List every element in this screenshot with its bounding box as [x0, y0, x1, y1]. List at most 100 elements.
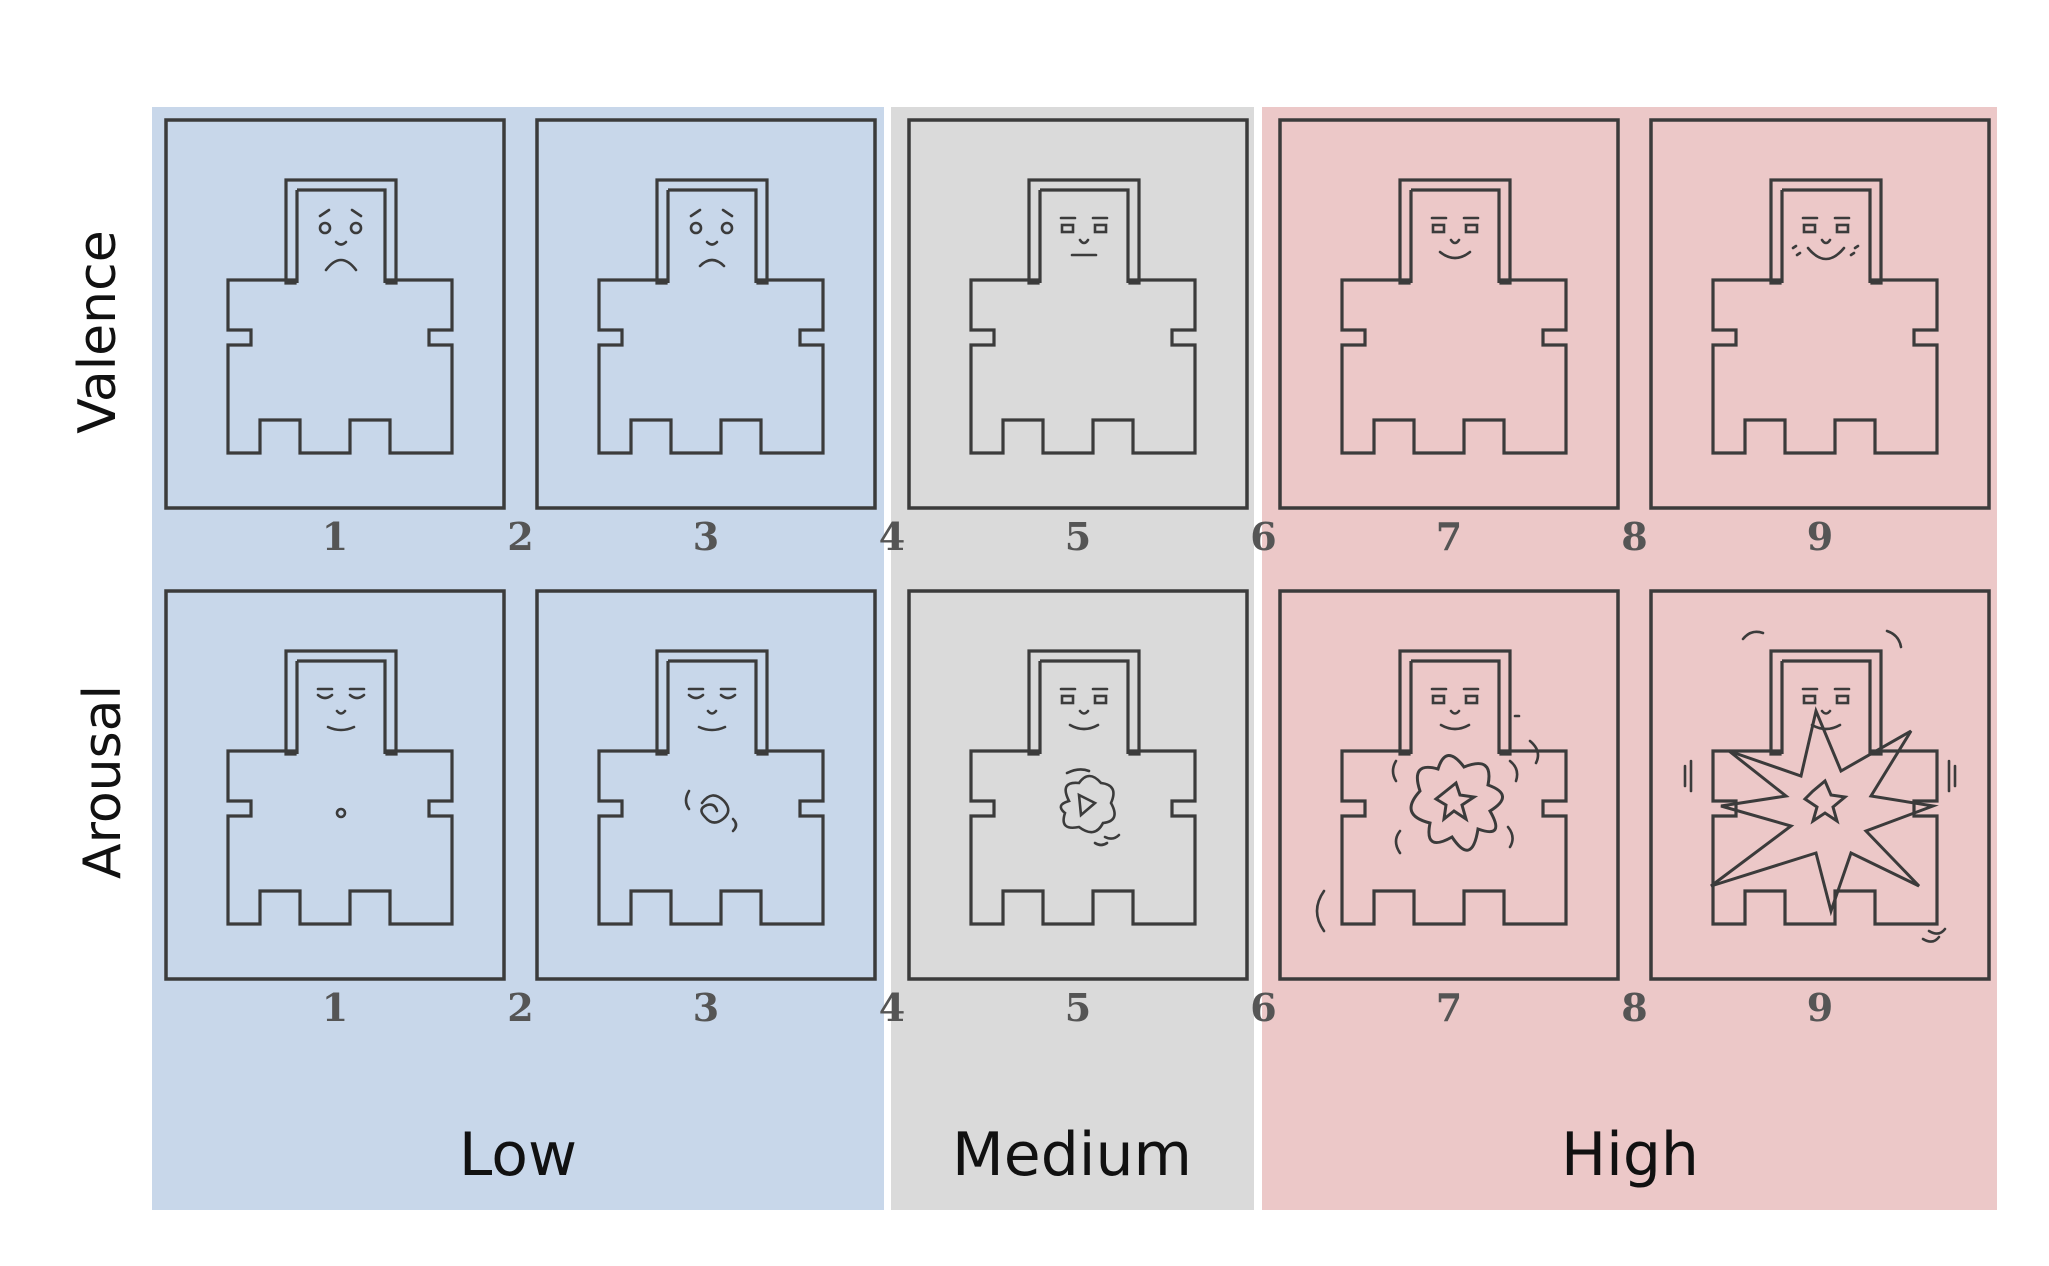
figure-outline — [226, 649, 454, 926]
left-eye-closed — [687, 693, 705, 700]
left-brow — [318, 208, 331, 218]
right-brow — [721, 208, 734, 218]
figure-outline — [1340, 178, 1568, 455]
left-eye — [1060, 223, 1075, 234]
nose — [1820, 709, 1832, 715]
figure-outline — [1340, 649, 1568, 926]
valence-panel-5[interactable] — [907, 118, 1249, 510]
nose — [705, 240, 719, 246]
arousal-panel-1[interactable] — [164, 589, 506, 981]
chest-swirl — [700, 794, 730, 824]
burst-core — [1433, 780, 1479, 823]
figure-outline — [597, 178, 825, 455]
right-eye — [720, 221, 734, 235]
head-outline — [1038, 188, 1130, 283]
mouth — [326, 725, 356, 732]
valence-scale-number-3: 3 — [693, 514, 719, 559]
head-outline — [1038, 659, 1130, 754]
head-outline — [295, 659, 387, 754]
left-eye — [1802, 694, 1817, 705]
valence-scale-number-6: 6 — [1250, 514, 1276, 559]
nose — [335, 709, 347, 715]
figure-outline — [597, 649, 825, 926]
chest-swirl — [1059, 774, 1116, 834]
valence-scale-number-2: 2 — [507, 514, 533, 559]
mouth — [1806, 246, 1846, 261]
head-outline — [1409, 188, 1501, 283]
right-eye-closed — [719, 693, 737, 700]
left-eye — [1431, 223, 1446, 234]
arousal-panel-9[interactable] — [1649, 589, 1991, 981]
right-eye — [1464, 694, 1479, 705]
explosion-core — [1802, 778, 1849, 825]
valence-scale-number-5: 5 — [1065, 514, 1091, 559]
nose — [1078, 709, 1090, 715]
arousal-panel-5[interactable] — [907, 589, 1249, 981]
right-brow — [350, 208, 363, 218]
valence-panel-7[interactable] — [1278, 118, 1620, 510]
row-label-valence: Valence — [68, 230, 128, 433]
arousal-scale-number-5: 5 — [1065, 985, 1091, 1030]
left-eye-closed — [316, 693, 334, 700]
panel-frame — [1278, 589, 1620, 981]
right-eye — [1835, 223, 1850, 234]
mouth — [1810, 723, 1842, 731]
head-outline — [1409, 659, 1501, 754]
arousal-scale-number-1: 1 — [322, 985, 348, 1030]
left-eye — [1060, 694, 1075, 705]
figure-outline — [969, 178, 1197, 455]
valence-scale-number-9: 9 — [1807, 514, 1833, 559]
band-low-background — [152, 107, 884, 1210]
panel-frame — [907, 589, 1249, 981]
valence-scale-number-4: 4 — [879, 514, 905, 559]
left-eye — [689, 221, 703, 235]
mouth-frown — [698, 258, 726, 268]
head-outline — [1780, 188, 1872, 283]
nose — [706, 709, 718, 715]
band-label-low: Low — [459, 1120, 577, 1190]
cheek-marks — [1791, 244, 1860, 257]
left-eye — [1802, 223, 1817, 234]
valence-panel-1[interactable] — [164, 118, 506, 510]
chest-explosion — [1710, 706, 1939, 917]
valence-panel-3[interactable] — [535, 118, 877, 510]
panel-frame — [1278, 118, 1620, 510]
arousal-scale-number-7: 7 — [1436, 985, 1462, 1030]
panel-frame — [1649, 118, 1991, 510]
head-outline — [666, 188, 758, 283]
arousal-panel-7[interactable] — [1278, 589, 1620, 981]
panel-frame — [535, 118, 877, 510]
panel-frame — [907, 118, 1249, 510]
mouth — [1068, 723, 1100, 731]
arousal-scale-number-4: 4 — [879, 985, 905, 1030]
nose — [1449, 709, 1461, 715]
right-eye — [1464, 223, 1479, 234]
arousal-scale-number-6: 6 — [1250, 985, 1276, 1030]
valence-scale-number-8: 8 — [1621, 514, 1647, 559]
panel-frame — [164, 589, 506, 981]
nose — [334, 240, 348, 246]
mouth — [1439, 723, 1471, 731]
arousal-scale-number-8: 8 — [1621, 985, 1647, 1030]
panel-frame — [535, 589, 877, 981]
arousal-scale-number-9: 9 — [1807, 985, 1833, 1030]
band-label-medium: Medium — [952, 1120, 1192, 1190]
arousal-panel-3[interactable] — [535, 589, 877, 981]
figure-outline — [226, 178, 454, 455]
right-eye-closed — [348, 693, 366, 700]
valence-panel-9[interactable] — [1649, 118, 1991, 510]
band-medium-background — [891, 107, 1254, 1210]
row-label-arousal: Arousal — [73, 685, 133, 879]
head-outline — [1780, 659, 1872, 754]
left-brow — [689, 208, 702, 218]
right-eye — [349, 221, 363, 235]
mouth — [697, 725, 727, 732]
arousal-scale-number-3: 3 — [693, 985, 719, 1030]
nose — [1078, 238, 1090, 245]
chest-dot — [335, 807, 347, 819]
valence-scale-number-1: 1 — [322, 514, 348, 559]
swirl-mark-right — [731, 817, 738, 833]
chest-core — [1077, 792, 1098, 818]
mouth — [1438, 250, 1472, 260]
valence-scale-number-7: 7 — [1436, 514, 1462, 559]
